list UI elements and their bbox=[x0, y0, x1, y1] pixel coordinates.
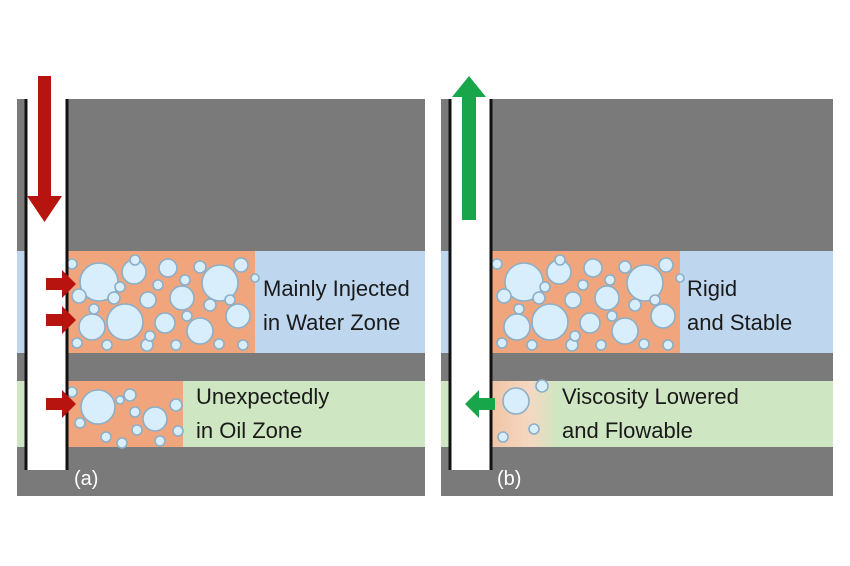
gel-bubble bbox=[88, 303, 100, 315]
arrow-down-icon bbox=[27, 76, 62, 222]
gel-slug-water bbox=[490, 251, 685, 353]
gel-bubble bbox=[233, 257, 249, 273]
gel-bubble bbox=[80, 389, 116, 425]
gel-bubble bbox=[152, 279, 164, 291]
gel-bubble bbox=[497, 431, 509, 443]
gel-bubble bbox=[71, 288, 87, 304]
gel-bubble bbox=[496, 337, 508, 349]
gel-bubble bbox=[170, 339, 182, 351]
gel-bubble bbox=[528, 423, 540, 435]
gel-bubble bbox=[583, 258, 603, 278]
gel-bubble bbox=[539, 281, 551, 293]
gel-bubble bbox=[154, 435, 166, 447]
gel-bubble bbox=[503, 313, 531, 341]
gel-bubble bbox=[154, 312, 176, 334]
gel-bubble bbox=[606, 310, 618, 322]
gel-bubble bbox=[123, 388, 137, 402]
oil-zone-label: Unexpectedly in Oil Zone bbox=[196, 384, 335, 443]
gel-bubble bbox=[513, 303, 525, 315]
gel-bubble bbox=[71, 337, 83, 349]
gel-bubble bbox=[78, 313, 106, 341]
gel-bubble bbox=[626, 264, 664, 302]
gel-bubble bbox=[502, 387, 530, 415]
gel-bubble bbox=[224, 294, 236, 306]
gel-bubble bbox=[201, 264, 239, 302]
gel-bubble bbox=[535, 379, 549, 393]
arrow-right-icon bbox=[46, 306, 76, 334]
gel-bubble bbox=[100, 431, 112, 443]
gel-bubble bbox=[532, 291, 546, 305]
arrow-up-icon bbox=[452, 76, 486, 220]
panel-a: Mainly Injected in Water Zone Unexpected… bbox=[17, 76, 425, 496]
gel-bubble bbox=[496, 288, 512, 304]
gel-bubble bbox=[107, 291, 121, 305]
gel-bubble bbox=[611, 317, 639, 345]
gel-bubble bbox=[203, 298, 217, 312]
gel-bubble bbox=[237, 339, 249, 351]
gel-bubble bbox=[172, 425, 184, 437]
gel-bubble bbox=[115, 395, 125, 405]
arrow-right-icon bbox=[46, 390, 76, 418]
gel-bubble bbox=[213, 338, 225, 350]
gel-bubble bbox=[491, 258, 503, 270]
gel-bubble bbox=[649, 294, 661, 306]
gel-bubble bbox=[604, 274, 616, 286]
gel-bubble bbox=[526, 339, 538, 351]
gel-bubble bbox=[658, 257, 674, 273]
panel-b: Rigid and Stable Viscosity Lowered and F… bbox=[441, 76, 833, 496]
gel-bubble bbox=[116, 437, 128, 449]
oil-zone-label: Viscosity Lowered and Flowable bbox=[562, 384, 745, 443]
water-zone-label: Rigid and Stable bbox=[687, 276, 792, 335]
gel-bubble bbox=[618, 260, 632, 274]
gel-bubble bbox=[101, 339, 113, 351]
gel-bubble bbox=[531, 303, 569, 341]
gel-bubble bbox=[193, 260, 207, 274]
gel-bubble bbox=[554, 254, 566, 266]
gel-bubble bbox=[106, 303, 144, 341]
gel-bubble bbox=[129, 406, 141, 418]
gel-bubble bbox=[169, 285, 195, 311]
gel-bubble bbox=[186, 317, 214, 345]
gel-bubble bbox=[577, 279, 589, 291]
gel-bubble bbox=[131, 424, 143, 436]
gel-bubble bbox=[144, 330, 156, 342]
gel-bubble bbox=[594, 285, 620, 311]
gel-bubble bbox=[662, 339, 674, 351]
gel-bubble bbox=[114, 281, 126, 293]
gel-bubble bbox=[595, 339, 607, 351]
arrow-right-icon bbox=[46, 270, 76, 298]
gel-bubble bbox=[225, 303, 251, 329]
gel-bubble bbox=[142, 406, 168, 432]
panel-tag: (b) bbox=[497, 468, 521, 490]
gel-bubble bbox=[139, 291, 157, 309]
arrow-left-icon bbox=[465, 390, 495, 418]
gel-bubble bbox=[628, 298, 642, 312]
gel-bubble bbox=[579, 312, 601, 334]
gel-bubble bbox=[250, 273, 260, 283]
gel-bubble bbox=[169, 398, 183, 412]
gel-bubble bbox=[650, 303, 676, 329]
gel-bubble bbox=[675, 273, 685, 283]
gel-bubble bbox=[179, 274, 191, 286]
gel-bubble bbox=[569, 330, 581, 342]
water-zone-label: Mainly Injected in Water Zone bbox=[263, 276, 416, 335]
gel-slug-water bbox=[65, 251, 260, 353]
panel-tag: (a) bbox=[74, 468, 98, 490]
gel-slug-oil bbox=[65, 381, 184, 449]
gel-bubble bbox=[181, 310, 193, 322]
gel-bubble bbox=[158, 258, 178, 278]
gel-bubble bbox=[638, 338, 650, 350]
gel-bubble bbox=[74, 417, 86, 429]
gel-slug-oil-degraded bbox=[490, 379, 558, 447]
gel-bubble bbox=[564, 291, 582, 309]
gel-bubble bbox=[129, 254, 141, 266]
